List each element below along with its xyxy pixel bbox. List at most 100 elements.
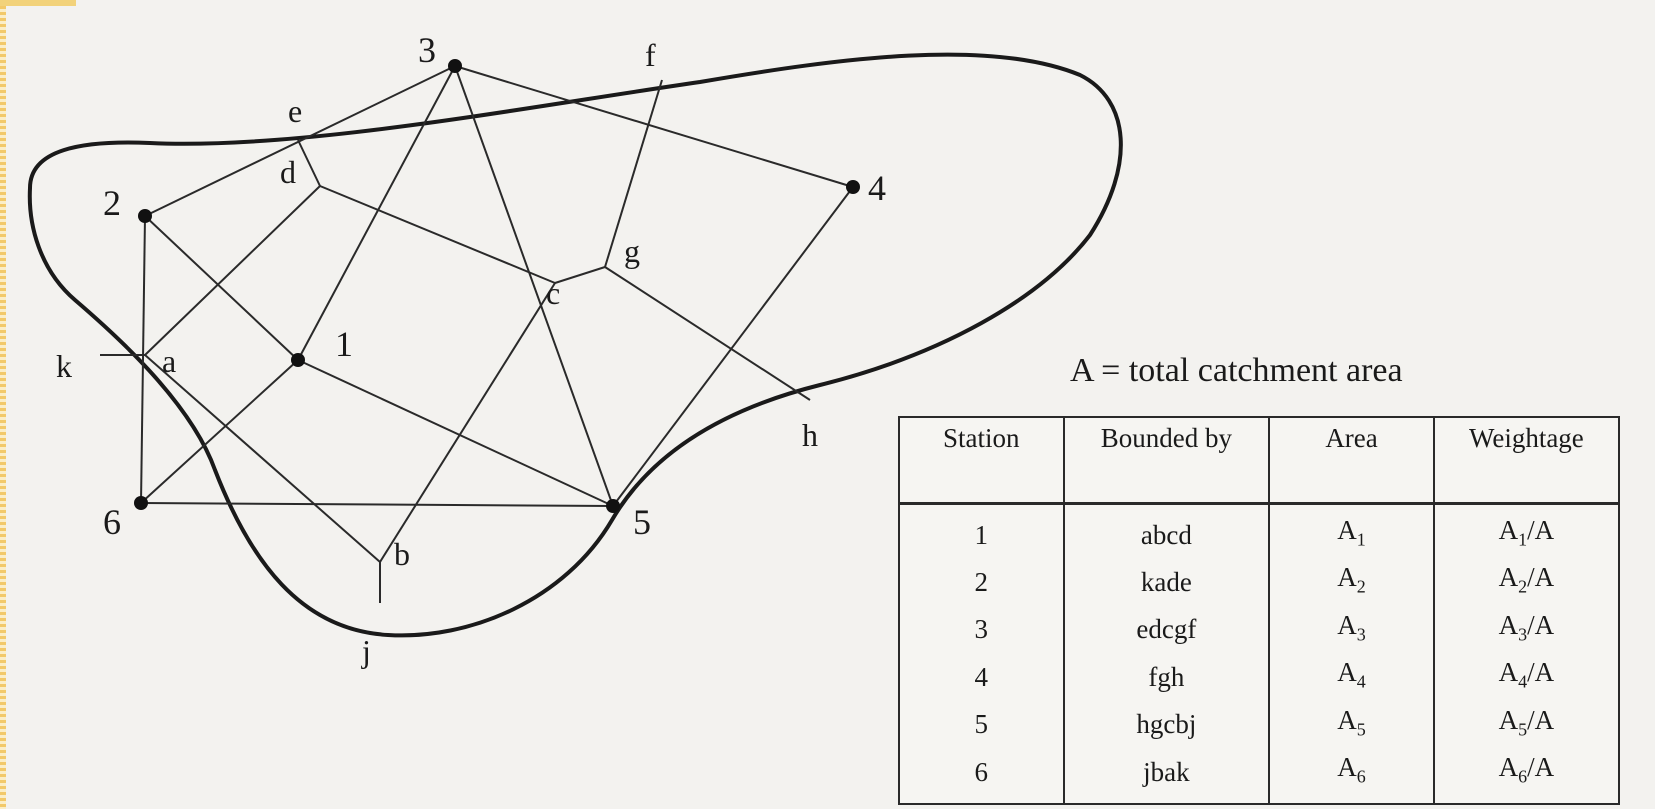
cell-bounded-by-bounded: edcgf [1136, 614, 1197, 645]
cell-bounded-by-bounded: abcd [1140, 519, 1192, 550]
cell-area: A6 [1268, 747, 1435, 805]
cell-station: 1 [898, 503, 1065, 559]
cell-bounded-by: jbak [1062, 747, 1271, 805]
cell-bounded-by: kade [1062, 558, 1271, 606]
cell-weightage-weight: A [1498, 751, 1519, 782]
cell-weightage: A5/A [1432, 700, 1621, 748]
cell-weightage-weight-tail: /A [1527, 751, 1555, 782]
vertex-label-c: c [546, 275, 560, 311]
catchment-area-caption: A = total catchment area [1070, 352, 1403, 389]
header-weightage: Weightage [1432, 416, 1621, 505]
cell-weightage: A3/A [1432, 605, 1621, 654]
cell-area-area: A [1337, 704, 1357, 735]
cell-weightage: A1/A [1432, 503, 1621, 559]
cell-area: A2 [1268, 558, 1435, 606]
cell-area-area-sub: 6 [1356, 766, 1366, 787]
cell-weightage-weight-tail: /A [1527, 562, 1555, 593]
cell-area-area: A [1337, 515, 1357, 545]
cell-bounded-by-bounded: fgh [1148, 661, 1185, 692]
cell-weightage-weight-tail: /A [1527, 515, 1555, 545]
cell-station: 5 [898, 700, 1065, 748]
vertex-label-e: e [288, 93, 302, 129]
station-label-5: 5 [633, 502, 651, 542]
station-label-1: 1 [335, 324, 353, 364]
vertex-label-k: k [56, 348, 72, 384]
cell-weightage: A2/A [1432, 558, 1621, 606]
cell-bounded-by: edcgf [1062, 605, 1271, 654]
cell-weightage-weight-sub: 6 [1518, 766, 1528, 787]
station-label-4: 4 [868, 168, 886, 208]
header-area: Area [1268, 416, 1435, 505]
cell-bounded-by-bounded: kade [1140, 567, 1192, 598]
cell-weightage-weight: A [1498, 562, 1519, 593]
cell-station-station: 6 [974, 756, 989, 787]
cell-station-station: 1 [974, 519, 989, 550]
cell-bounded-by: hgcbj [1062, 700, 1271, 748]
cell-bounded-by-bounded: jbak [1143, 756, 1190, 787]
triangle-lines [140, 65, 854, 507]
vertex-label-h: h [802, 417, 818, 453]
cell-station-station: 2 [974, 567, 989, 598]
bisector-lines [100, 79, 811, 603]
station-dots [134, 59, 860, 513]
cell-bounded-by: abcd [1062, 503, 1271, 559]
station-label-3: 3 [418, 30, 436, 70]
cell-area-area-sub: 3 [1356, 624, 1366, 645]
cell-station-station: 3 [974, 614, 989, 645]
cell-station: 4 [898, 653, 1065, 701]
station-label-2: 2 [103, 183, 121, 223]
cell-weightage-weight-sub: 2 [1518, 576, 1528, 597]
cell-weightage-weight: A [1498, 609, 1519, 640]
cell-bounded-by-bounded: hgcbj [1136, 709, 1197, 740]
cell-station-station: 4 [974, 661, 989, 692]
cell-area-area-sub: 1 [1356, 529, 1366, 550]
cell-weightage: A4/A [1432, 653, 1621, 701]
cell-area-area-sub: 2 [1356, 576, 1366, 597]
cell-area-area-sub: 4 [1356, 671, 1366, 692]
cell-area: A5 [1268, 700, 1435, 748]
vertex-label-d: d [280, 154, 296, 190]
corner-tab [0, 0, 76, 6]
vertex-label-j: j [361, 633, 371, 669]
page-edge-strip [0, 0, 6, 809]
station-label-6: 6 [103, 502, 121, 542]
vertex-label-g: g [624, 233, 640, 269]
cell-weightage-weight: A [1498, 704, 1519, 735]
cell-area: A4 [1268, 653, 1435, 701]
cell-area-area: A [1337, 751, 1357, 782]
cell-area-area: A [1337, 609, 1357, 640]
cell-weightage-weight: A [1498, 515, 1519, 545]
cell-station-station: 5 [974, 709, 989, 740]
catchment-boundary [27, 52, 1123, 638]
cell-station: 2 [898, 558, 1065, 606]
cell-area-area-sub: 5 [1356, 718, 1366, 739]
table-header-row: Station Bounded by Area Weightage [898, 416, 1621, 505]
cell-weightage-weight: A [1498, 657, 1519, 688]
header-bounded-by: Bounded by [1062, 416, 1271, 505]
vertex-label-a: a [162, 343, 176, 379]
cell-area: A1 [1268, 503, 1435, 559]
header-station: Station [898, 416, 1065, 505]
cell-bounded-by: fgh [1062, 653, 1271, 701]
cell-weightage-weight-sub: 4 [1518, 671, 1528, 692]
cell-weightage-weight-tail: /A [1527, 609, 1555, 640]
cell-area-area: A [1337, 657, 1357, 688]
cell-weightage-weight-sub: 3 [1518, 624, 1528, 645]
cell-area: A3 [1268, 605, 1435, 654]
cell-weightage-weight-sub: 1 [1518, 529, 1528, 550]
cell-weightage-weight-tail: /A [1527, 657, 1555, 688]
cell-weightage-weight-tail: /A [1527, 704, 1555, 735]
vertex-label-f: f [645, 37, 656, 73]
cell-weightage-weight-sub: 5 [1518, 718, 1528, 739]
cell-area-area: A [1337, 562, 1357, 593]
cell-station: 3 [898, 605, 1065, 654]
